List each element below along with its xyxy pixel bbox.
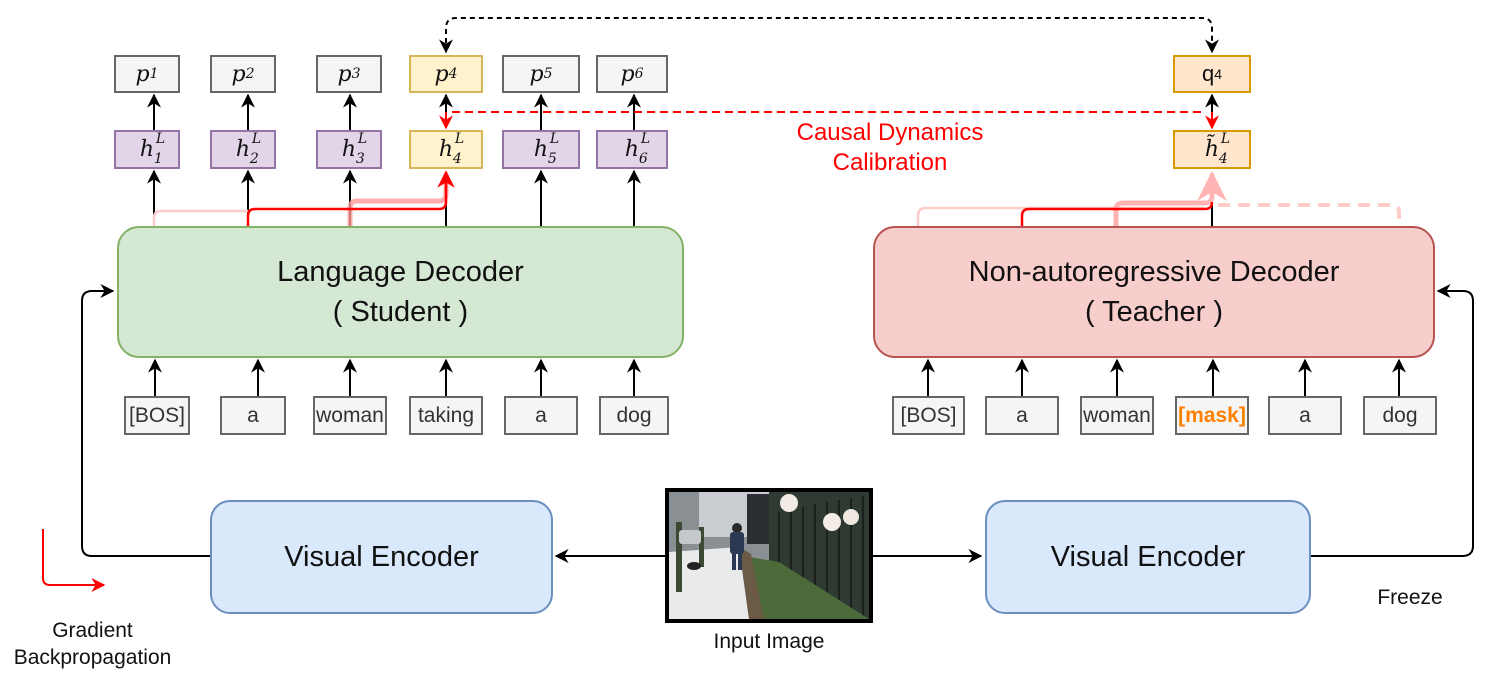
- teacher-token-arrows: [921, 358, 1406, 396]
- student-token: dog: [599, 396, 669, 435]
- teacher-attention-curves: [916, 171, 1401, 226]
- student-decoder-subtitle: ( Student ): [332, 296, 469, 328]
- teacher-token-mask: [mask]: [1175, 396, 1249, 435]
- teacher-decoder-title: Non-autoregressive Decoder: [968, 256, 1340, 288]
- calibration-link: [439, 93, 1219, 130]
- visual-encoder-right: Visual Encoder: [985, 500, 1311, 614]
- teacher-token: a: [985, 396, 1059, 435]
- visual-encoder-left: Visual Encoder: [210, 500, 553, 614]
- student-token-arrows: [148, 358, 641, 396]
- teacher-token: woman: [1080, 396, 1154, 435]
- gradient-backpropagation-label: Gradient Backpropagation: [13, 619, 172, 669]
- teacher-token: [BOS]: [892, 396, 965, 435]
- input-image-illustration: [669, 492, 869, 619]
- student-decoder-title: Language Decoder: [277, 256, 524, 288]
- student-attention-curves: [152, 170, 455, 226]
- gradient-legend-arrow: [42, 529, 106, 592]
- distillation-link: [439, 17, 1219, 54]
- non-autoregressive-decoder-teacher: Non-autoregressive Decoder ( Teacher ): [873, 226, 1435, 358]
- student-token: woman: [313, 396, 387, 435]
- student-token: a: [504, 396, 578, 435]
- teacher-decoder-subtitle: ( Teacher ): [1084, 296, 1224, 328]
- teacher-token: a: [1268, 396, 1342, 435]
- right-encoder-to-teacher-link: [1310, 284, 1474, 557]
- teacher-token: dog: [1363, 396, 1437, 435]
- left-encoder-to-student-link: [81, 284, 210, 557]
- student-token: taking: [409, 396, 483, 435]
- student-token: [BOS]: [124, 396, 190, 435]
- language-decoder-student: Language Decoder ( Student ): [117, 226, 684, 358]
- input-image: [665, 488, 873, 623]
- calibration-label: Causal Dynamics Calibration: [796, 119, 984, 176]
- freeze-label: Freeze: [1377, 586, 1443, 609]
- input-image-caption: Input Image: [713, 630, 825, 653]
- student-token: a: [220, 396, 286, 435]
